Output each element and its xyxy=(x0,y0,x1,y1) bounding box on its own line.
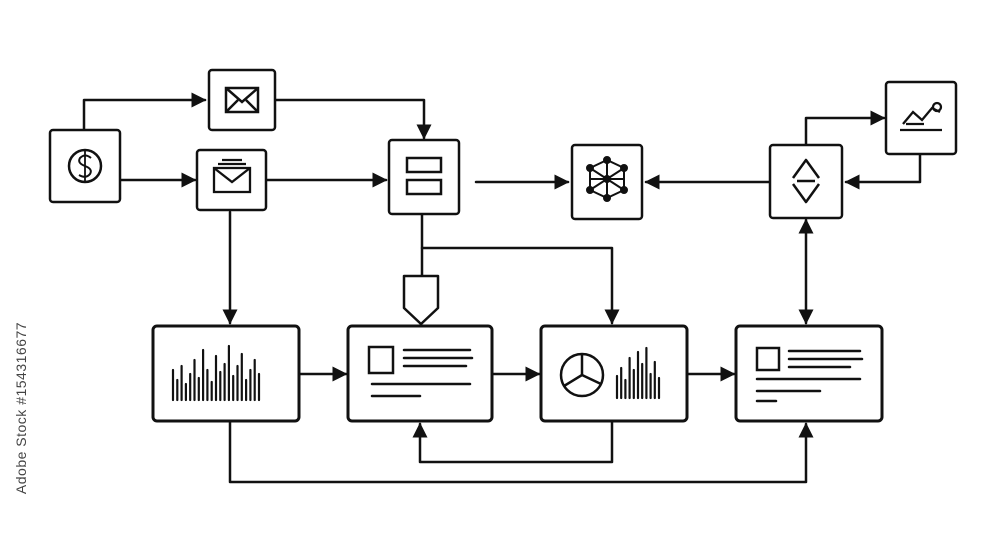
bar-chart-icon xyxy=(171,344,261,402)
email-mid-node xyxy=(195,148,268,212)
arrow-email-top-to-form xyxy=(273,98,432,140)
content-panel-b xyxy=(734,324,884,423)
sort-node xyxy=(768,143,844,220)
open-envelope-icon xyxy=(212,158,252,194)
arrow-form-to-analytics-panel xyxy=(420,246,620,325)
analytics-panel xyxy=(539,324,689,423)
form-node xyxy=(387,138,461,216)
arrow-analytics-loop-to-content-a xyxy=(412,420,614,464)
arrow-payment-to-email-top xyxy=(82,92,207,132)
dollar-coin-icon xyxy=(67,148,103,184)
connectors xyxy=(82,92,922,484)
mini-bar-chart-icon xyxy=(615,346,661,400)
network-mesh-icon xyxy=(586,156,628,202)
network-node xyxy=(570,143,644,221)
arrow-sort-to-growth-chart xyxy=(804,110,886,147)
pie-and-bars-icon xyxy=(559,346,661,400)
pie-chart-icon xyxy=(559,352,605,398)
growth-chart-node xyxy=(884,80,958,156)
stock-number: #154316677 xyxy=(13,321,29,405)
bar-panel xyxy=(151,324,301,423)
stock-label: Adobe Stock xyxy=(13,409,29,495)
arrow-bar-panel-to-content-b xyxy=(228,420,814,484)
payment-node xyxy=(48,128,122,204)
form-fields-icon xyxy=(405,156,443,196)
funnel-arrow-icon xyxy=(402,274,440,326)
content-panel-a xyxy=(346,324,494,423)
image-with-text-icon xyxy=(367,345,474,398)
email-top-node xyxy=(207,68,277,132)
stock-id-watermark: Adobe Stock #154316677 xyxy=(8,318,34,498)
envelope-icon xyxy=(224,86,260,114)
arrow-growth-chart-to-sort xyxy=(844,153,922,190)
image-with-text-icon xyxy=(755,346,864,403)
sort-arrows-icon xyxy=(791,158,821,204)
line-chart-icon xyxy=(900,101,943,132)
